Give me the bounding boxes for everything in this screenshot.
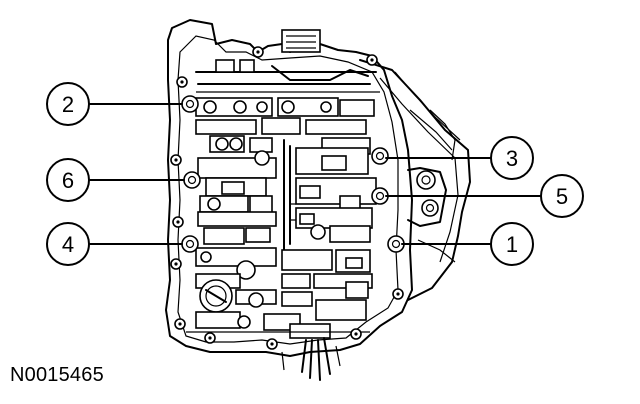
transmission-case-right (359, 59, 471, 301)
callout-4: 4 (46, 222, 90, 266)
middle-left-bank (197, 150, 277, 245)
callout-5-label: 5 (556, 184, 568, 209)
callout-2: 2 (46, 82, 90, 126)
harness-leads (281, 337, 341, 381)
perimeter-bolts (170, 46, 404, 350)
callout-3-label: 3 (506, 146, 518, 171)
callout-5: 5 (540, 174, 584, 218)
figure-id-label: N0015465 (10, 364, 104, 386)
callout-3: 3 (490, 136, 534, 180)
callout-1-label: 1 (506, 232, 518, 257)
callout-4-label: 4 (62, 232, 74, 257)
callout-1: 1 (490, 222, 534, 266)
top-passages (195, 29, 380, 93)
callout-2-label: 2 (62, 92, 74, 117)
callout-6: 6 (46, 158, 90, 202)
leader-lines (89, 103, 541, 245)
middle-right-bank (283, 139, 377, 251)
lower-bank (186, 247, 373, 339)
callout-6-label: 6 (62, 168, 74, 193)
